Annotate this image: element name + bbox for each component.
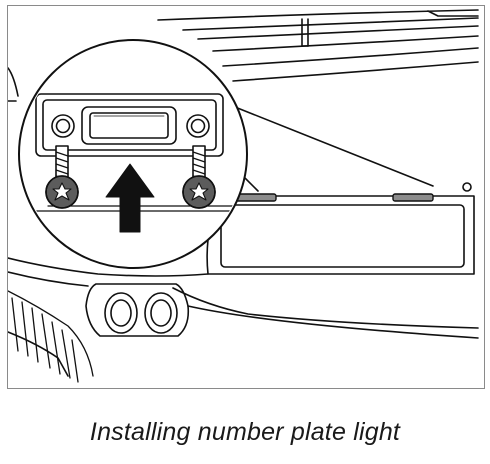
tailgate-lines <box>157 9 479 82</box>
torx-screw-icon <box>182 145 216 209</box>
detail-magnifier <box>18 39 248 269</box>
vehicle-rear <box>8 9 479 383</box>
body-side <box>8 67 209 287</box>
callout-leaders <box>219 100 434 192</box>
illustration-frame <box>7 5 485 389</box>
arrow-up-icon <box>105 163 155 233</box>
figure-caption: Installing number plate light <box>89 418 401 446</box>
number-plate-light-right <box>392 193 434 202</box>
number-plate-light-left <box>235 193 277 202</box>
bumper <box>8 287 479 377</box>
number-plate-light-diagram <box>8 9 479 383</box>
torx-screw-icon <box>45 145 79 209</box>
lamp-housing <box>35 93 224 157</box>
tyre-tread <box>8 290 94 383</box>
exhaust-tips <box>85 283 190 337</box>
